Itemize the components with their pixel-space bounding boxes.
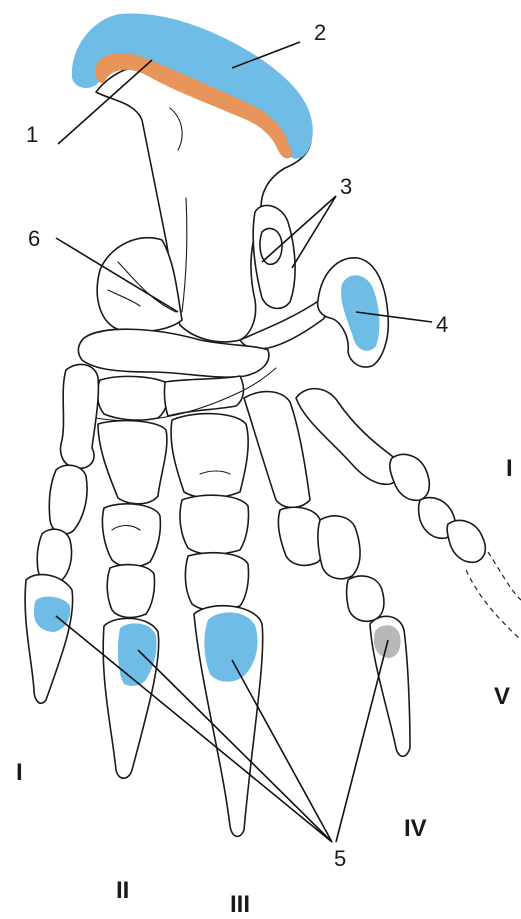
digit-3-metatarsal xyxy=(171,414,248,498)
digit-label-II: II xyxy=(116,877,129,904)
digit-label-V: V xyxy=(494,683,510,710)
digit-5-phalanx-1 xyxy=(296,389,400,485)
digit-4-metatarsal xyxy=(244,392,310,508)
digit-5-phalanx-4 xyxy=(447,520,485,562)
digit-label-III: III xyxy=(230,891,250,918)
digit-2-metatarsal xyxy=(98,421,167,504)
leader-line-5a xyxy=(56,616,332,842)
label-1: 1 xyxy=(26,122,38,147)
digit-1-phalanx-1 xyxy=(49,465,87,534)
digit-5-phalanx-2 xyxy=(390,454,430,500)
digit-label-IV: IV xyxy=(404,815,427,842)
digit-1-claw xyxy=(25,575,73,704)
digit-4-phalanx-2 xyxy=(318,516,360,579)
digit-label-I: I xyxy=(16,759,23,786)
digit-3-phalanx-2 xyxy=(185,553,248,611)
label-6: 6 xyxy=(28,226,40,251)
digit-2-phalanx-2 xyxy=(107,565,154,618)
label-2: 2 xyxy=(314,20,326,45)
digit-5-missing-claw-outline xyxy=(466,552,521,640)
label-4: 4 xyxy=(436,312,448,337)
leader-line-5d xyxy=(336,640,388,842)
label-5: 5 xyxy=(334,846,346,871)
side-mark: I xyxy=(506,455,513,482)
cuneiform-bone xyxy=(97,376,167,420)
digit-2-phalanx-1 xyxy=(102,504,160,567)
digit-3-phalanx-1 xyxy=(180,495,249,554)
leader-line-3b xyxy=(292,196,336,268)
label-3: 3 xyxy=(340,174,352,199)
digit-4-phalanx-3 xyxy=(347,576,384,621)
digit-1-metatarsal xyxy=(61,364,99,468)
